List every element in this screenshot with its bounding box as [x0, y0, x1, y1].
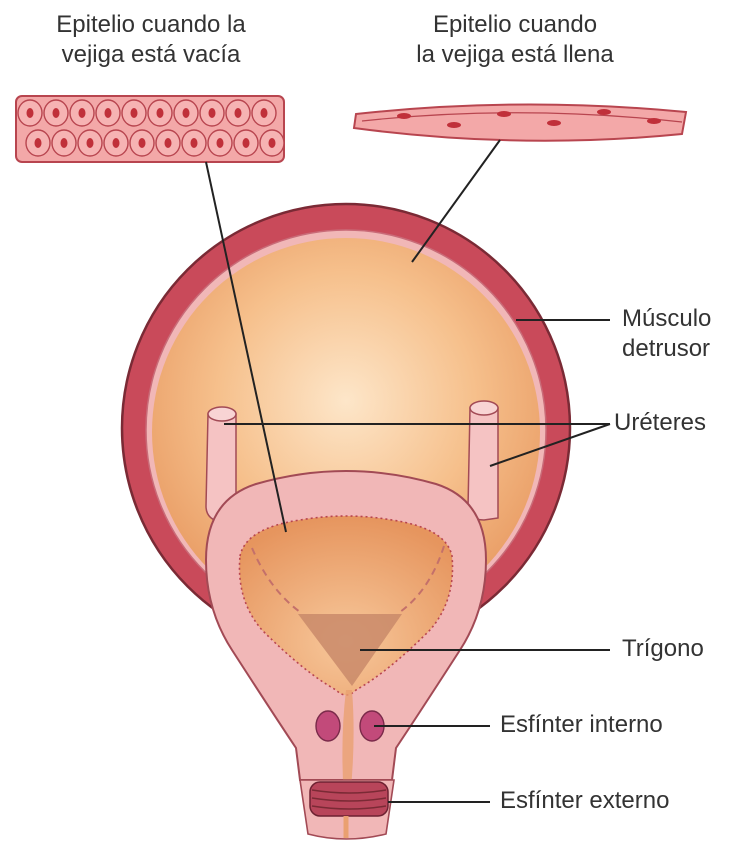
cell-nucleus: [139, 138, 146, 148]
cell-nucleus: [27, 108, 34, 118]
empty-epithelium-line1: Epitelio cuando la: [16, 10, 286, 40]
ureters-label: Uréteres: [614, 408, 706, 438]
cell-nucleus: [217, 138, 224, 148]
empty-epithelium-line2: vejiga está vacía: [16, 40, 286, 70]
cell-nucleus: [61, 138, 68, 148]
cell-nucleus: [87, 138, 94, 148]
cell-nucleus: [53, 108, 60, 118]
detrusor-label: Músculo detrusor: [622, 304, 711, 364]
trigone-label: Trígono: [622, 634, 704, 664]
empty-epithelium-label: Epitelio cuando la vejiga está vacía: [16, 10, 286, 70]
cell-nucleus: [269, 138, 276, 148]
full-epithelium-cells: [354, 104, 686, 140]
cell-nucleus: [597, 109, 611, 115]
cell-nucleus: [165, 138, 172, 148]
cell-nucleus: [235, 108, 242, 118]
cell-nucleus: [35, 138, 42, 148]
cell-nucleus: [105, 108, 112, 118]
cell-nucleus: [79, 108, 86, 118]
detrusor-line2: detrusor: [622, 334, 711, 364]
cell-nucleus: [191, 138, 198, 148]
detrusor-line1: Músculo: [622, 304, 711, 334]
external-sphincter: [300, 780, 394, 839]
full-epithelium-label: Epitelio cuando la vejiga está llena: [380, 10, 650, 70]
cell-nucleus: [113, 138, 120, 148]
empty-epithelium-cells: [16, 96, 284, 162]
cell-nucleus: [243, 138, 250, 148]
internal-sphincter-label: Esfínter interno: [500, 710, 663, 740]
cell-nucleus: [547, 120, 561, 126]
cell-nucleus: [397, 113, 411, 119]
cell-nucleus: [209, 108, 216, 118]
cell-nucleus: [497, 111, 511, 117]
external-sphincter-label: Esfínter externo: [500, 786, 669, 816]
full-epithelium-line2: la vejiga está llena: [380, 40, 650, 70]
cell-nucleus: [157, 108, 164, 118]
bladder-neck: [206, 471, 486, 810]
cell-nucleus: [647, 118, 661, 124]
full-epithelium-line1: Epitelio cuando: [380, 10, 650, 40]
cell-nucleus: [183, 108, 190, 118]
cell-nucleus: [131, 108, 138, 118]
cell-nucleus: [261, 108, 268, 118]
cell-nucleus: [447, 122, 461, 128]
